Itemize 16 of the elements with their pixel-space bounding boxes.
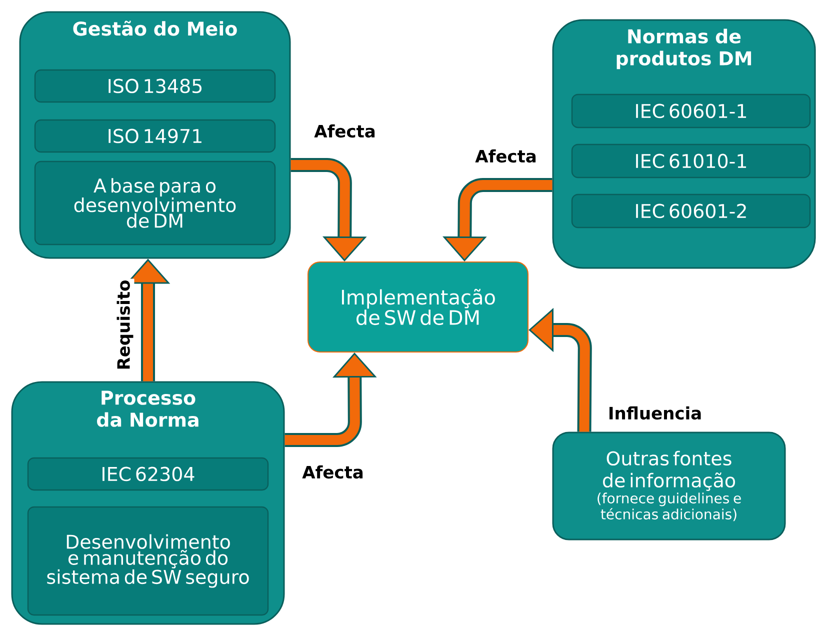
info-box: Outras fontes de informação (fornece guidelines e técnicas adicionais): [552, 432, 786, 540]
implementation-box: Implementação de SW de DM: [308, 262, 528, 352]
standard-box: IEC 61010-1: [571, 144, 811, 178]
edge-label: Afecta: [313, 123, 377, 139]
standard-box: IEC 62304: [27, 457, 269, 491]
standard-box: ISO 14971: [34, 119, 276, 153]
standard-box: ISO 13485: [34, 69, 276, 103]
edge-label: Requisito: [116, 278, 134, 372]
standard-box: IEC 60601-2: [571, 194, 811, 228]
edge-label: Influencia: [606, 405, 704, 421]
standard-box: A base para o desenvolvimento de DM: [34, 160, 276, 246]
arrow: [290, 158, 367, 262]
standard-box: Desenvolvimento e manutenção do sistema de SW seguro: [27, 506, 269, 616]
standard-box: IEC 60601-1: [571, 94, 811, 128]
edge-label: Afecta: [474, 148, 538, 164]
edge-label: Afecta: [301, 464, 365, 480]
